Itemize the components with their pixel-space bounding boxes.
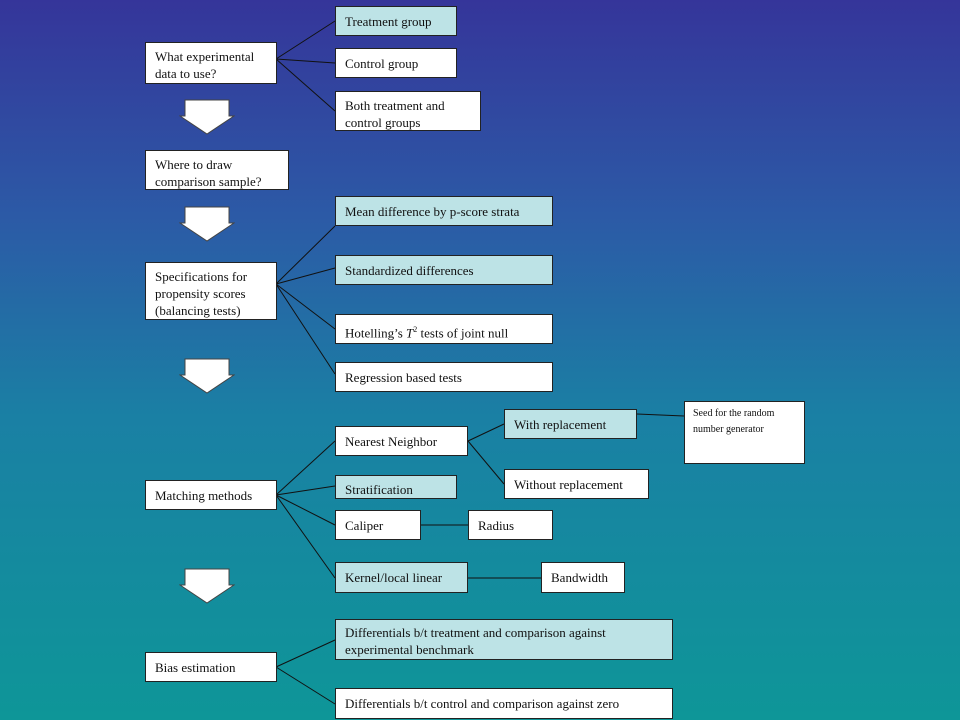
connector bbox=[275, 666, 336, 705]
bias-differentials-control: Differentials b/t control and comparison… bbox=[335, 688, 673, 719]
connector bbox=[275, 639, 336, 668]
down-arrow-icon bbox=[179, 206, 235, 242]
method-radius: Radius bbox=[468, 510, 553, 540]
connector bbox=[275, 283, 336, 330]
connector bbox=[636, 413, 685, 417]
connector bbox=[275, 20, 336, 60]
step-matching-methods: Matching methods bbox=[145, 480, 277, 510]
test-standardized-differences: Standardized differences bbox=[335, 255, 553, 285]
step-experimental-data: What experimental data to use? bbox=[145, 42, 277, 84]
connector bbox=[275, 283, 336, 375]
method-kernel-local-linear: Kernel/local linear bbox=[335, 562, 468, 593]
test-mean-difference: Mean difference by p-score strata bbox=[335, 196, 553, 226]
connector bbox=[275, 58, 336, 64]
method-stratification: Stratification bbox=[335, 475, 457, 499]
down-arrow-icon bbox=[179, 358, 235, 394]
test-hotelling: Hotelling’s T2 tests of joint null bbox=[335, 314, 553, 344]
seed-random-number-generator: Seed for the random number generator bbox=[684, 401, 805, 464]
connector bbox=[275, 58, 336, 112]
method-with-replacement: With replacement bbox=[504, 409, 637, 439]
connector bbox=[275, 225, 336, 285]
connector bbox=[467, 440, 505, 485]
method-without-replacement: Without replacement bbox=[504, 469, 649, 499]
hotelling-superscript: 2 bbox=[413, 325, 418, 334]
connector bbox=[275, 267, 336, 285]
option-treatment-group: Treatment group bbox=[335, 6, 457, 36]
step-comparison-sample: Where to draw comparison sample? bbox=[145, 150, 289, 190]
option-control-group: Control group bbox=[335, 48, 457, 78]
down-arrow-icon bbox=[179, 568, 235, 604]
method-bandwidth: Bandwidth bbox=[541, 562, 625, 593]
connector bbox=[275, 494, 336, 526]
down-arrow-icon bbox=[179, 99, 235, 135]
method-nearest-neighbor: Nearest Neighbor bbox=[335, 426, 468, 456]
hotelling-suffix: tests of joint null bbox=[417, 325, 509, 341]
test-regression: Regression based tests bbox=[335, 362, 553, 392]
option-both-groups: Both treatment and control groups bbox=[335, 91, 481, 131]
connector bbox=[275, 494, 336, 579]
connector bbox=[275, 485, 336, 496]
hotelling-prefix: Hotelling’s bbox=[345, 325, 407, 341]
step-propensity-specs: Specifications for propensity scores (ba… bbox=[145, 262, 277, 320]
bias-differentials-treatment: Differentials b/t treatment and comparis… bbox=[335, 619, 673, 660]
connector bbox=[467, 423, 505, 442]
connector bbox=[275, 440, 336, 496]
hotelling-t: T bbox=[406, 325, 414, 341]
method-caliper: Caliper bbox=[335, 510, 421, 540]
step-bias-estimation: Bias estimation bbox=[145, 652, 277, 682]
